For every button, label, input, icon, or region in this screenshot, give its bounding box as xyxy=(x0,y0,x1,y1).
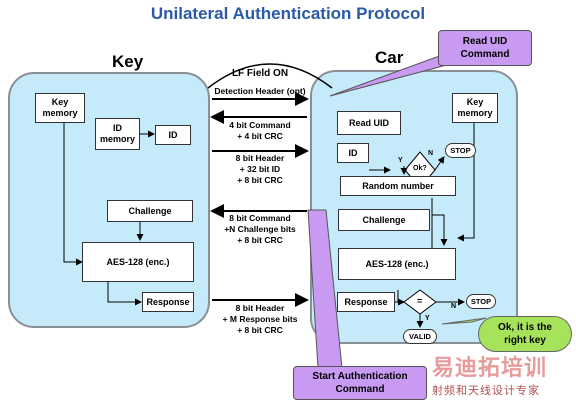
start-auth-callout: Start Authentication Command xyxy=(293,366,427,400)
ok-pointer xyxy=(441,317,487,325)
key-response-box: Response xyxy=(142,292,194,312)
car-key-memory-box: Key memory xyxy=(452,93,498,123)
key-heading: Key xyxy=(112,52,144,71)
ok-decision-label: Ok? xyxy=(413,165,427,172)
lf-field-label: LF Field ON xyxy=(231,68,289,79)
challenge-frame-label: 8 bit Command +N Challenge bits + 8 bit … xyxy=(224,213,296,245)
compare-label: = xyxy=(417,296,423,306)
detection-header-label: Detection Header (opt) xyxy=(214,86,306,96)
key-id-box: ID xyxy=(155,125,191,145)
random-number-box: Random number xyxy=(340,176,456,196)
id-memory-box: ID memory xyxy=(95,118,140,150)
ok-right-key-callout: Ok, it is the right key xyxy=(478,316,572,352)
read-uid-callout: Read UID Command xyxy=(438,30,532,66)
watermark-logo: 易迪拓培训 xyxy=(432,355,548,380)
read-uid-box: Read UID xyxy=(337,111,401,135)
car-heading: Car xyxy=(375,48,404,67)
stop-badge-bottom: STOP xyxy=(466,294,496,309)
watermark-tagline: 射频和天线设计专家 xyxy=(432,385,540,397)
ok-n-label: N xyxy=(428,150,434,157)
key-aes-box: AES-128 (enc.) xyxy=(82,242,194,282)
car-challenge-box: Challenge xyxy=(338,209,430,231)
page-title: Unilateral Authentication Protocol xyxy=(150,4,426,23)
id-frame-label: 8 bit Header + 32 bit ID + 8 bit CRC xyxy=(235,153,285,185)
stop-badge-top: STOP xyxy=(445,143,476,158)
compare-y-label: Y xyxy=(425,315,430,322)
valid-badge: VALID xyxy=(403,329,437,344)
car-aes-box: AES-128 (enc.) xyxy=(338,248,456,280)
lf-field-arc xyxy=(207,63,333,89)
ok-y-label: Y xyxy=(398,157,403,164)
command-label: 4 bit Command + 4 bit CRC xyxy=(229,120,291,141)
key-challenge-box: Challenge xyxy=(107,200,193,222)
key-memory-box: Key memory xyxy=(35,93,85,123)
car-id-box: ID xyxy=(337,143,369,163)
compare-n-label: N xyxy=(451,303,457,310)
car-response-box: Response xyxy=(337,292,395,312)
response-frame-label: 8 bit Header + M Response bits + 8 bit C… xyxy=(222,303,298,335)
